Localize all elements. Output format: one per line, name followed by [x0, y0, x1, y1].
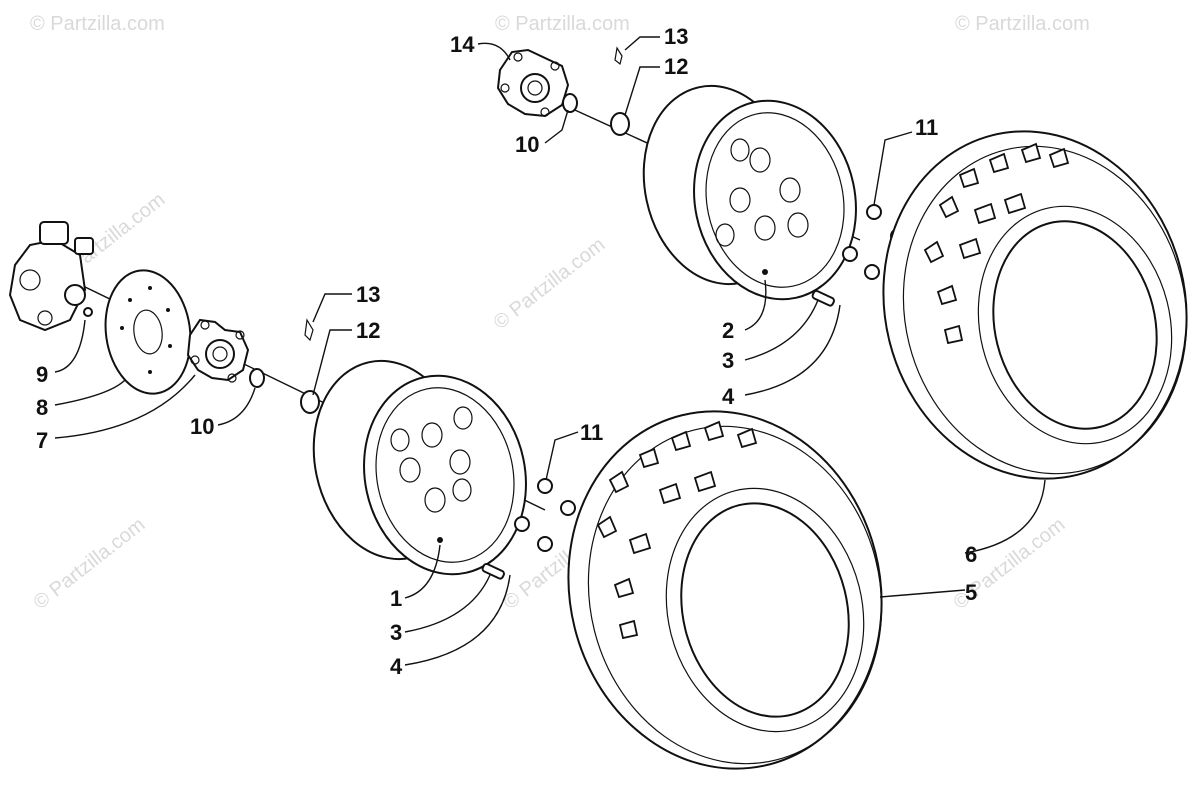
callout-6: 6 — [965, 542, 977, 567]
wheel-hub-upper — [496, 48, 578, 118]
callout-12: 12 — [356, 318, 380, 343]
callout-3: 3 — [722, 348, 734, 373]
callout-2: 2 — [722, 318, 734, 343]
axle-nuts-and-pins — [300, 46, 630, 414]
callout-4: 4 — [390, 654, 403, 679]
callout-7: 7 — [36, 428, 48, 453]
brake-caliper — [8, 221, 94, 332]
callout-1: 1 — [390, 586, 402, 611]
tire-lower — [567, 410, 883, 770]
callout-9: 9 — [36, 362, 48, 387]
callout-5: 5 — [965, 580, 977, 605]
watermark: © Partzilla.com — [30, 13, 165, 35]
lug-nuts — [514, 204, 906, 552]
callout-14: 14 — [450, 32, 475, 57]
callout-11: 11 — [915, 115, 938, 140]
callout-13: 13 — [664, 24, 688, 49]
callout-12: 12 — [664, 54, 688, 79]
leader-lines — [54, 36, 1046, 666]
callout-13: 13 — [356, 282, 380, 307]
rim-lower — [312, 359, 527, 576]
rim-upper — [642, 84, 857, 301]
watermark: © Partzilla.com — [495, 13, 630, 35]
watermark: © Partzilla.com — [955, 13, 1090, 35]
callout-3: 3 — [390, 620, 402, 645]
valve-stems — [481, 289, 835, 580]
watermark: © Partzilla.com — [30, 514, 150, 614]
wheel-hub-lower — [186, 318, 265, 388]
callout-10: 10 — [515, 132, 539, 157]
callout-4: 4 — [722, 384, 735, 409]
tire-upper — [882, 130, 1188, 480]
callout-11: 11 — [580, 420, 603, 445]
callout-10: 10 — [190, 414, 214, 439]
brake-disc — [104, 269, 192, 395]
callout-labels: 14 13 12 10 11 2 3 4 13 12 9 8 7 10 11 1… — [36, 24, 977, 679]
callout-8: 8 — [36, 395, 48, 420]
watermark: © Partzilla.com — [490, 234, 610, 334]
